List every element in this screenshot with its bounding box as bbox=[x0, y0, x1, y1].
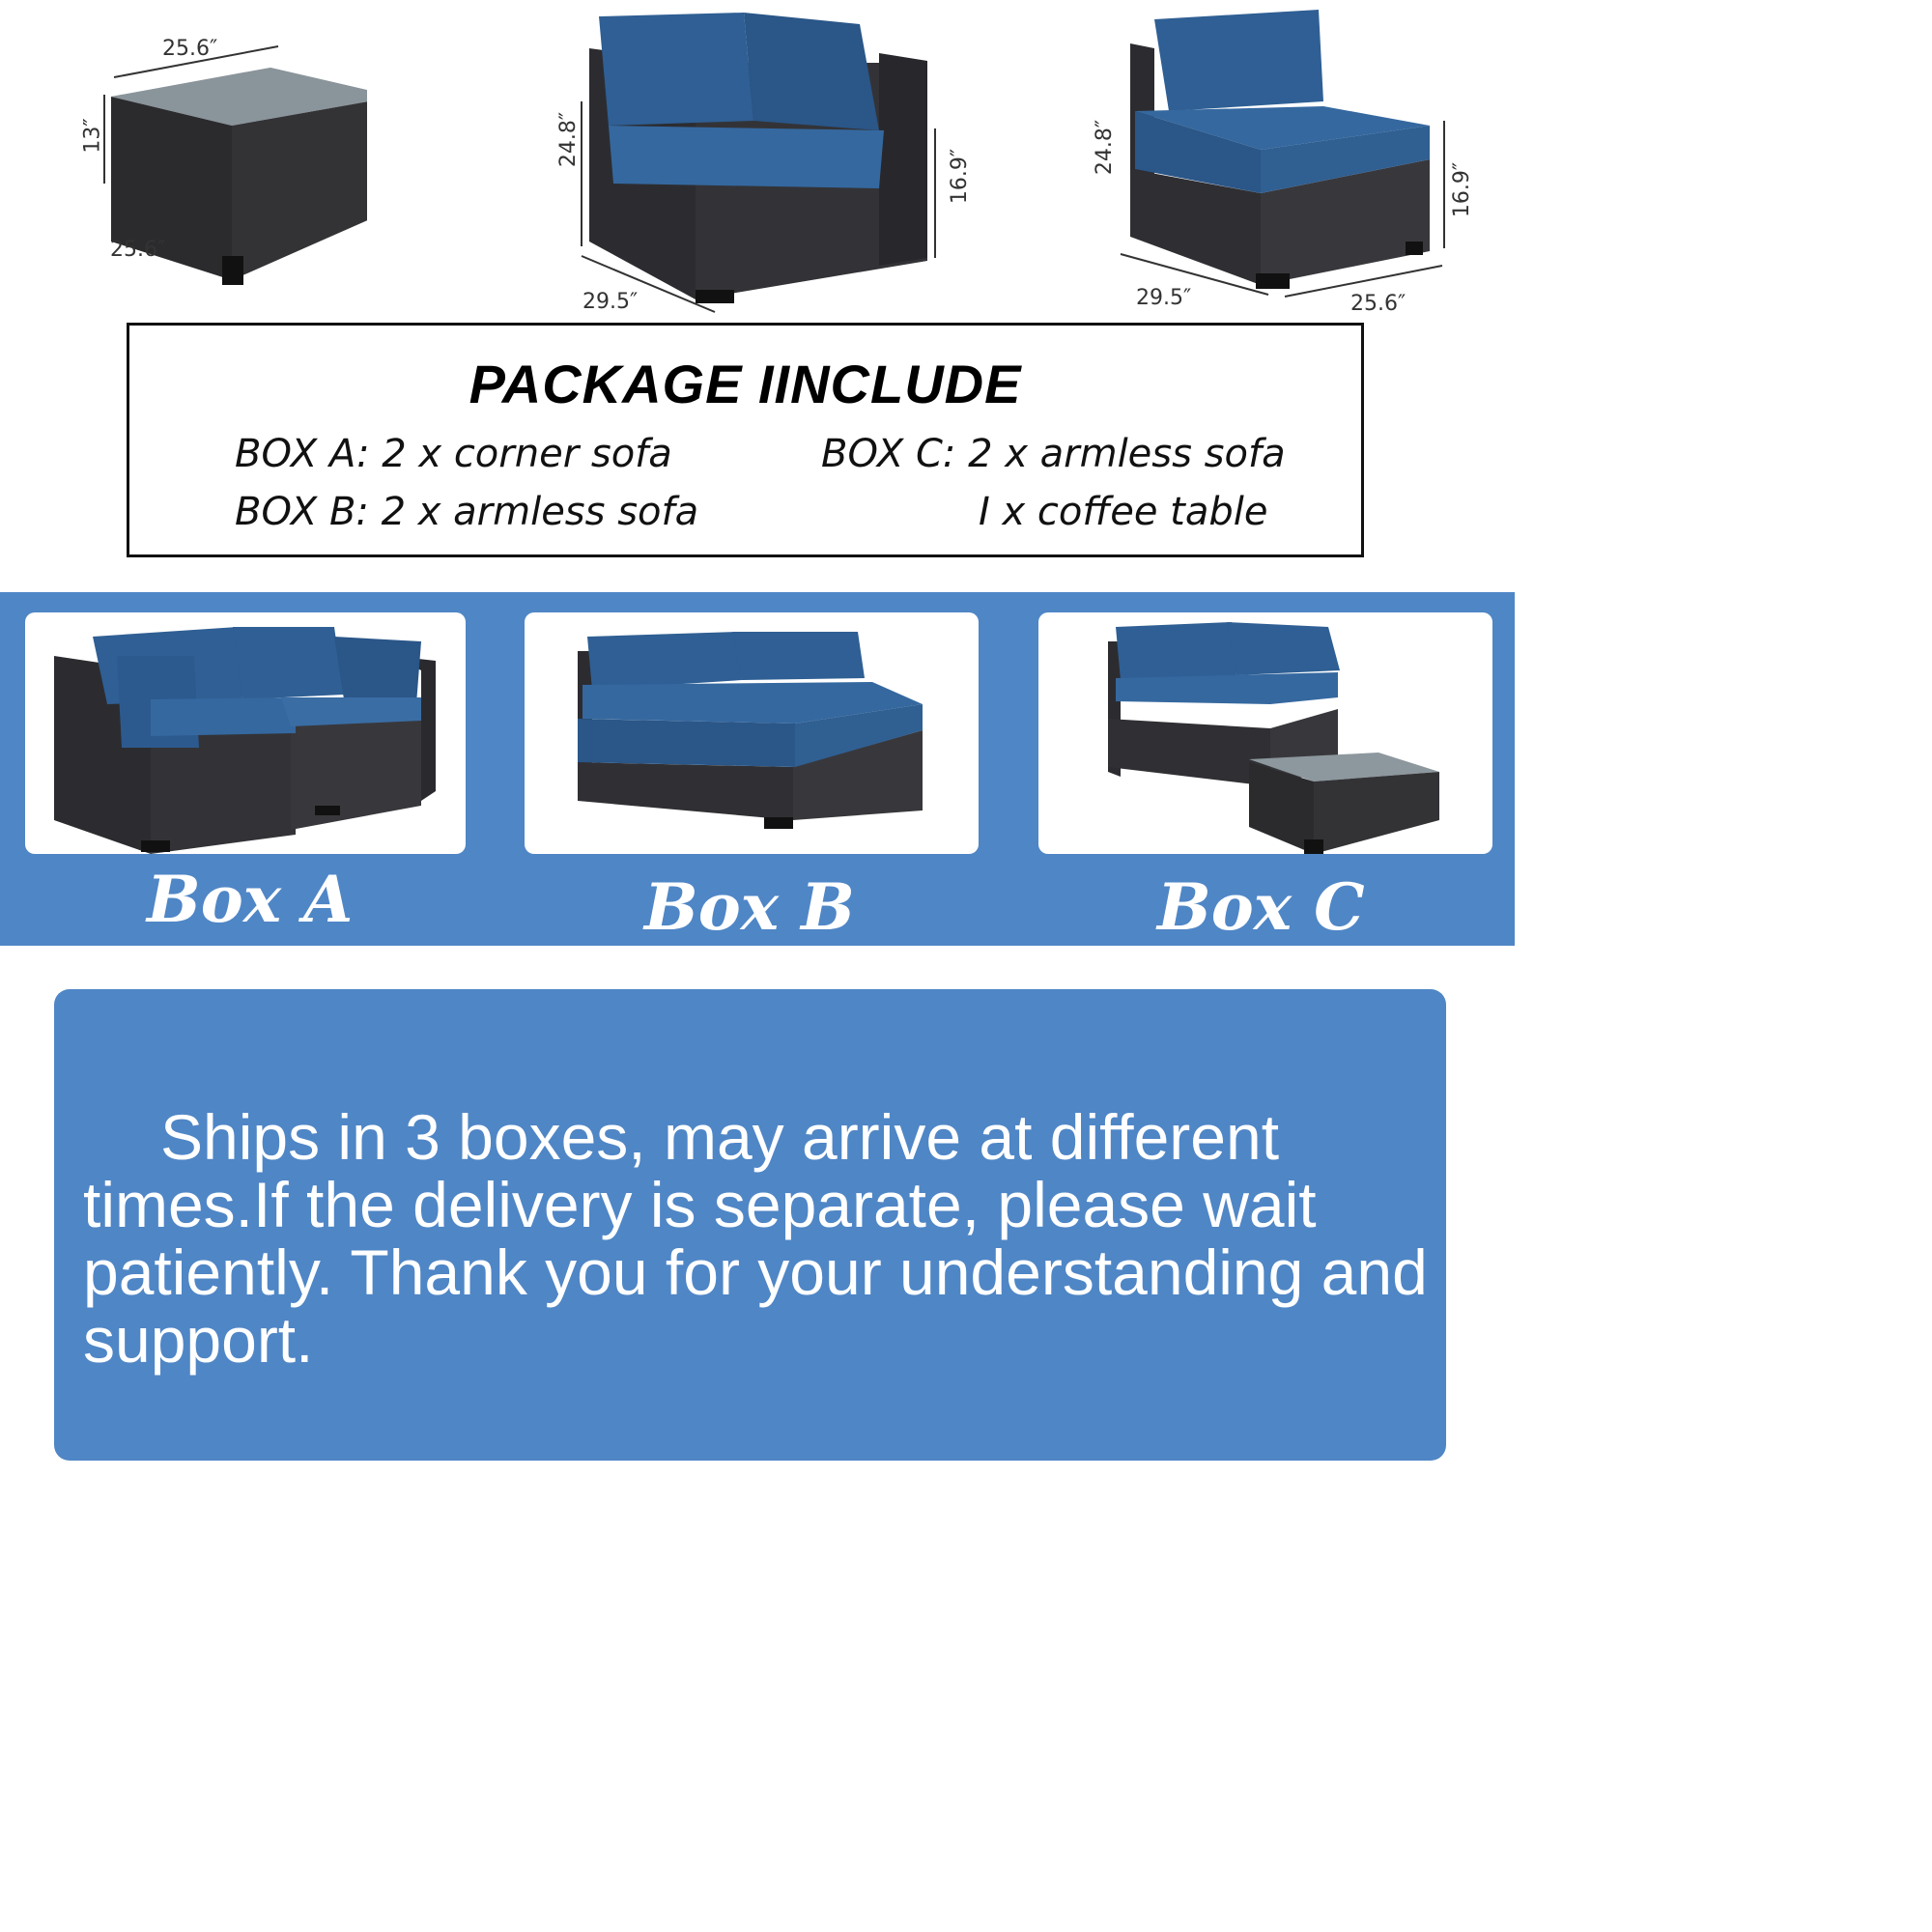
armless-seat-height-label: 16.9″ bbox=[1450, 161, 1475, 218]
box-a-label: Box A bbox=[147, 862, 354, 937]
table-depth-label: 25.6″ bbox=[110, 238, 166, 262]
table-height-label: 13″ bbox=[80, 118, 105, 154]
package-box-a: BOX A: 2 x corner sofa bbox=[235, 432, 672, 476]
corner-height-label: 24.8″ bbox=[556, 111, 582, 168]
shipping-notice-text: Ships in 3 boxes, may arrive at differen… bbox=[83, 1101, 1428, 1376]
armless-width-label: 25.6″ bbox=[1350, 292, 1406, 316]
package-box-c: BOX C: 2 x armless sofa bbox=[821, 432, 1286, 476]
box-c-photo bbox=[1038, 612, 1492, 854]
corner-seat-height-label: 16.9″ bbox=[948, 148, 973, 205]
box-b-label: Box B bbox=[644, 869, 855, 945]
armless-sofa-image bbox=[1120, 10, 1445, 298]
package-box-b: BOX B: 2 x armless sofa bbox=[235, 490, 699, 534]
armless-depth-label: 29.5″ bbox=[1136, 286, 1192, 310]
corner-sofa-image bbox=[581, 13, 936, 313]
package-title: PACKAGE IINCLUDE bbox=[469, 354, 1022, 414]
box-a-photo bbox=[25, 612, 466, 854]
package-box-c-extra: I x coffee table bbox=[979, 490, 1268, 534]
shipping-notice-panel: Ships in 3 boxes, may arrive at differen… bbox=[54, 989, 1446, 1461]
armless-height-label: 24.8″ bbox=[1093, 119, 1118, 176]
coffee-table-image bbox=[103, 45, 367, 285]
corner-width-label: 29.5″ bbox=[582, 290, 639, 314]
package-include-box: PACKAGE IINCLUDE BOX A: 2 x corner sofa … bbox=[127, 323, 1364, 557]
table-width-label: 25.6″ bbox=[162, 37, 218, 61]
box-b-photo bbox=[525, 612, 979, 854]
box-c-label: Box C bbox=[1157, 869, 1365, 945]
